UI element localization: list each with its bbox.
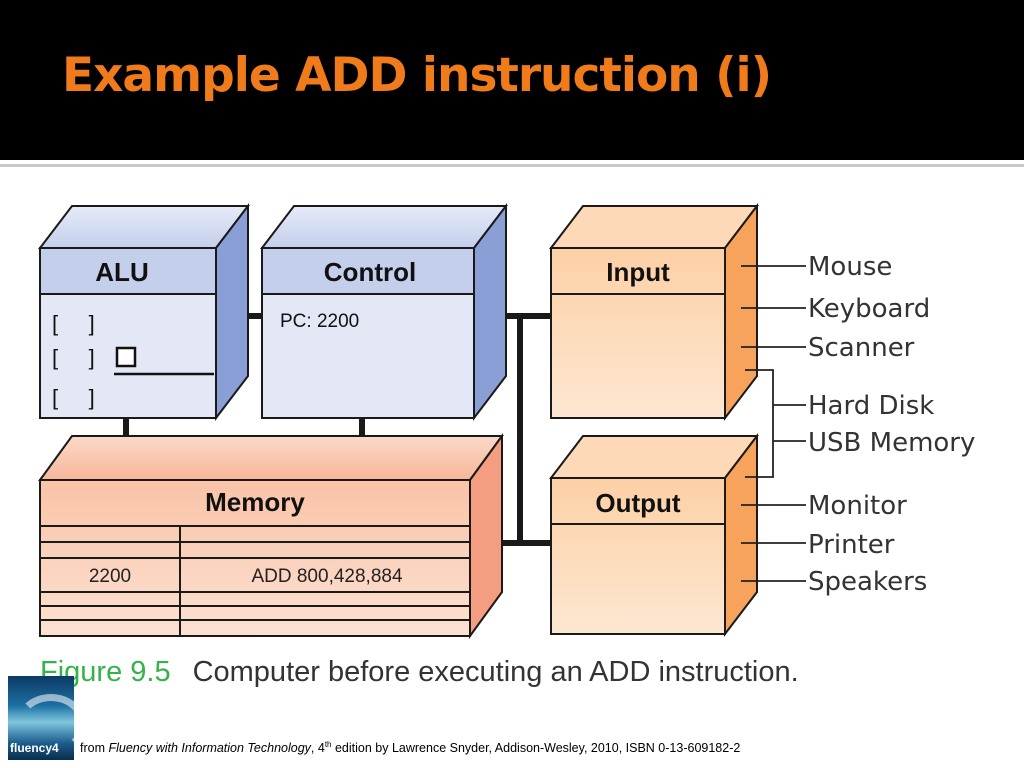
alu-operation-icon <box>115 346 137 368</box>
output-label: Output <box>595 488 681 518</box>
program-counter: PC: 2200 <box>280 311 359 332</box>
source-credit: from Fluency with Information Technology… <box>80 740 741 756</box>
device-mouse: Mouse <box>808 252 892 282</box>
credit-edition-suffix: th <box>324 740 332 749</box>
alu-box: ALU [ ] [ ] [ ] <box>37 203 251 421</box>
device-usb-memory: USB Memory <box>808 428 975 458</box>
wave-icon <box>16 694 74 754</box>
memory-label: Memory <box>205 487 305 517</box>
memory-contents: ADD 800,428,884 <box>251 566 402 587</box>
device-keyboard: Keyboard <box>808 294 930 324</box>
control-label: Control <box>324 257 416 287</box>
book-cover-label: fluency4 <box>10 741 59 755</box>
credit-prefix: from <box>80 741 109 756</box>
memory-address: 2200 <box>89 566 131 587</box>
alu-label: ALU <box>95 257 148 287</box>
output-box: Output <box>548 433 760 637</box>
title-divider <box>0 164 1024 167</box>
alu-register-1: [ ] <box>52 311 95 336</box>
control-box: Control PC: 2200 <box>259 203 509 421</box>
device-scanner: Scanner <box>808 333 915 363</box>
input-label: Input <box>606 257 670 287</box>
book-cover-image: fluency4 <box>8 676 74 760</box>
credit-details: edition by Lawrence Snyder, Addison-Wesl… <box>331 741 741 756</box>
device-leader-lines <box>741 265 806 582</box>
credit-book-title: Fluency with Information Technology <box>108 741 311 756</box>
device-speakers: Speakers <box>808 567 927 597</box>
memory-box: Memory 2200 ADD 800,428,884 <box>38 432 504 640</box>
alu-register-3: [ ] <box>52 385 95 410</box>
computer-architecture-diagram: ALU [ ] [ ] [ ] Control PC: 2200 Input O… <box>37 203 975 640</box>
figure-caption-text: Computer before executing an ADD instruc… <box>192 656 799 688</box>
credit-edition-number: 4 <box>317 741 325 756</box>
device-printer: Printer <box>808 530 895 560</box>
device-labels: Mouse Keyboard Scanner Hard Disk USB Mem… <box>808 252 975 597</box>
title-bar: Example ADD instruction (i) <box>0 0 1024 160</box>
device-hard-disk: Hard Disk <box>808 391 934 421</box>
alu-register-2: [ ] <box>52 345 95 370</box>
device-monitor: Monitor <box>808 491 907 521</box>
input-box: Input <box>548 203 760 421</box>
slide-title: Example ADD instruction (i) <box>62 48 772 103</box>
